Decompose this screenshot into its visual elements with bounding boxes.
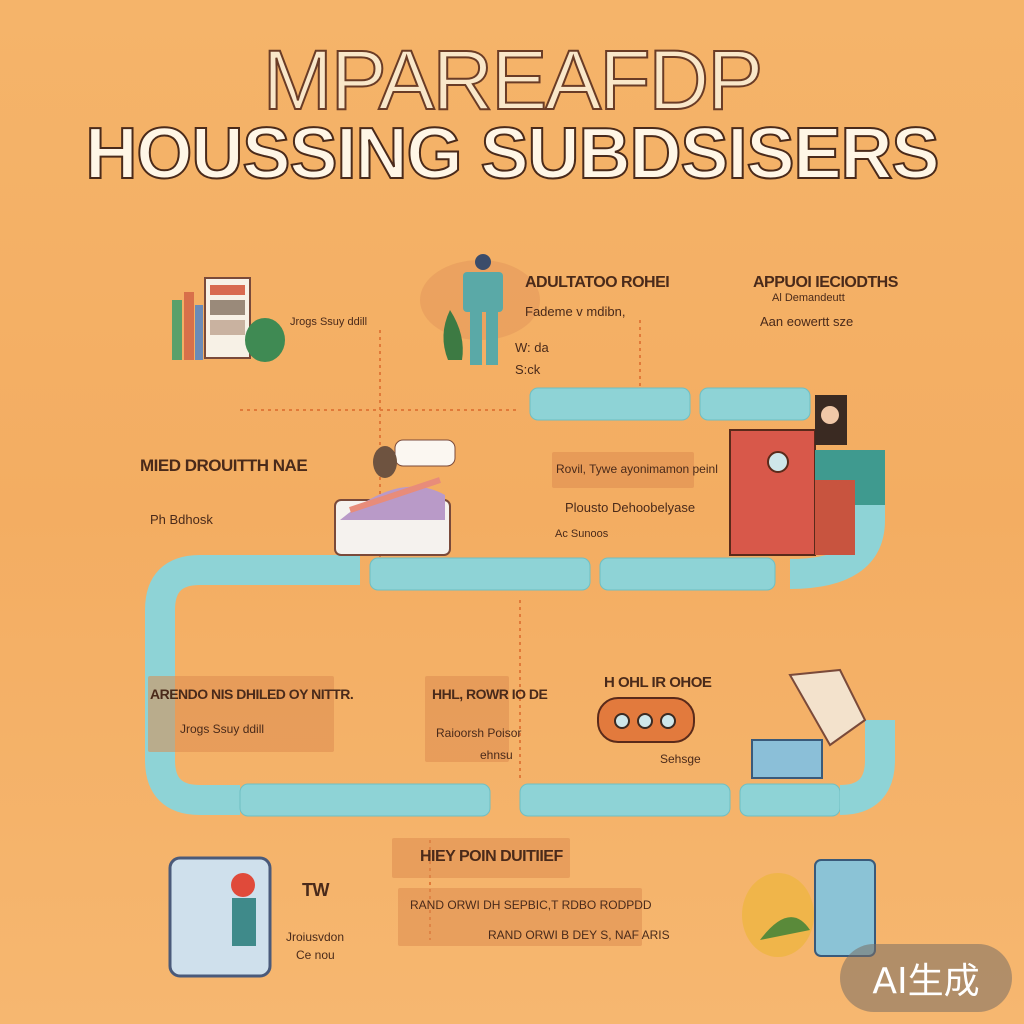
ai-generated-badge: AI生成 bbox=[840, 944, 1012, 1012]
road-segment-5 bbox=[239, 783, 491, 817]
label-bottom-title: HIEY POIN DUITIIEF bbox=[420, 848, 563, 865]
label-bottom-left-sub: Jroiusvdon bbox=[286, 930, 345, 944]
label-bottom-left: TW bbox=[302, 880, 329, 900]
label-row3-2: HHL, ROWR IO DE bbox=[432, 686, 548, 702]
label-bottom-line1: RAND ORWI DH SEPBIC,T RDBO RODPDD bbox=[410, 898, 652, 912]
label-row3-1: ARENDO NIS DHILED OY NITTR. bbox=[150, 686, 354, 702]
label-node-2-sub2: Aan eowertt sze bbox=[760, 314, 854, 329]
label-node-1-sub2: W: da bbox=[515, 340, 549, 355]
road-segment-2 bbox=[699, 387, 811, 421]
road-curve-right-upper bbox=[789, 470, 885, 589]
road-segment-7 bbox=[739, 783, 841, 817]
bus-illustration bbox=[597, 697, 695, 743]
patch-row3-2 bbox=[425, 676, 509, 762]
road-segment-1 bbox=[529, 387, 691, 421]
label-node-1: ADULTATOO ROHEI bbox=[525, 274, 670, 291]
label-node-1-sub3: S:ck bbox=[515, 362, 541, 377]
label-mid-1: Rovil, Tywe ayonimamon peinl bbox=[556, 462, 718, 476]
label-bottom-left-sub2: Ce nou bbox=[296, 948, 335, 962]
road-curve-right-lower bbox=[839, 720, 895, 815]
house-illustration bbox=[729, 395, 885, 556]
road-curve-left-lower bbox=[145, 660, 240, 815]
chair-illustration bbox=[751, 668, 867, 779]
road-curve-left-upper bbox=[145, 555, 360, 660]
person-teal-illustration bbox=[420, 254, 540, 365]
label-node-1-sub: Fademe v mdibn, bbox=[525, 304, 626, 319]
label-bottom-line2: RAND ORWI B DEY S, NAF ARIS bbox=[488, 928, 670, 942]
patch-mid bbox=[552, 452, 694, 488]
bookshelf-illustration bbox=[172, 277, 285, 362]
patch-bottom-lines bbox=[398, 888, 642, 946]
label-row3-3: H OHL IR OHOE bbox=[604, 674, 712, 691]
road-segment-4 bbox=[599, 557, 776, 591]
appliance-illustration bbox=[742, 859, 876, 957]
bed-illustration bbox=[334, 439, 456, 556]
patch-bottom-title bbox=[392, 838, 570, 878]
label-bookshelf: Jrogs Ssuy ddill bbox=[290, 316, 368, 328]
label-mid-1-sub2: Ac Sunoos bbox=[555, 528, 609, 540]
label-node-2: APPUOI IECIODTHS bbox=[753, 274, 898, 291]
road-segment-3 bbox=[369, 557, 591, 591]
page-title-line1: MPAREAFDP bbox=[262, 33, 765, 127]
woman-door-illustration bbox=[168, 856, 272, 978]
label-row3-1-sub: Jrogs Ssuy ddill bbox=[180, 722, 265, 736]
patch-row3-1 bbox=[148, 676, 334, 752]
label-row3-3-sub: Sehsge bbox=[660, 752, 701, 766]
label-left-1-sub: Ph Bdhosk bbox=[150, 512, 213, 527]
page-title-line2: HOUSSING SUBDSISERS bbox=[84, 114, 940, 194]
label-left-1: MIED DROUITTH NAE bbox=[140, 456, 308, 475]
label-row3-2-sub: Raioorsh Poisor bbox=[436, 726, 522, 740]
road-segment-6 bbox=[519, 783, 731, 817]
label-mid-1-sub: Plousto Dehoobelyase bbox=[565, 500, 696, 515]
label-node-2-sub: Al Demandeutt bbox=[772, 292, 845, 304]
label-row3-2-sub2: ehnsu bbox=[480, 748, 513, 762]
